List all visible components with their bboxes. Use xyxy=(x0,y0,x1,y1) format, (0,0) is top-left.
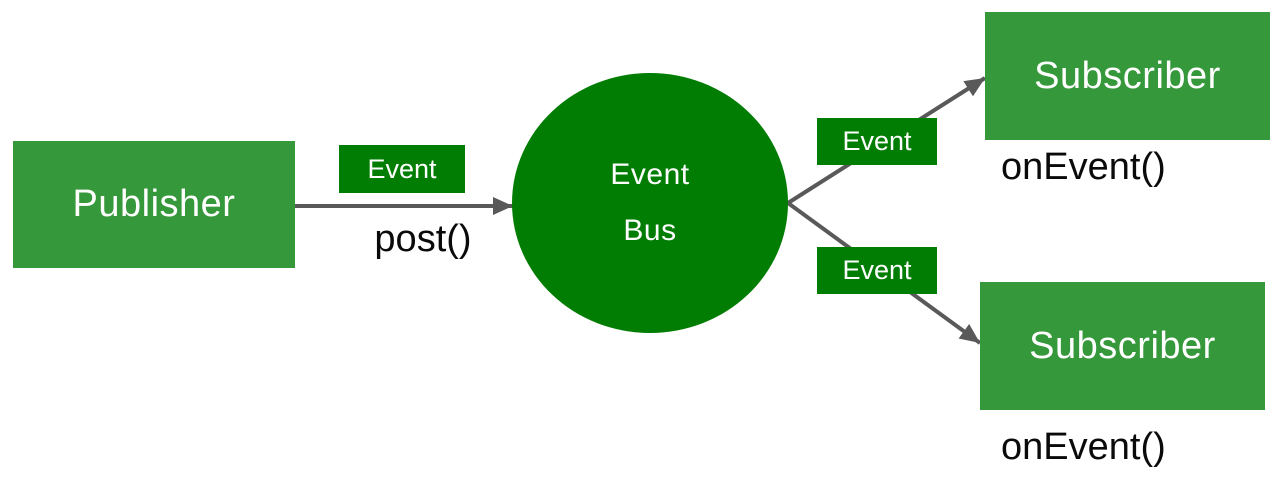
event-bus-label-line2: Bus xyxy=(623,214,677,247)
publisher-node: Publisher xyxy=(13,141,295,268)
onevent-method-label-top: onEvent() xyxy=(1001,146,1166,188)
event-badge-publish: Event xyxy=(339,145,465,193)
event-badge-top-label: Event xyxy=(842,126,912,156)
subscriber-bottom-label: Subscriber xyxy=(1029,324,1216,367)
event-bus-label-line1: Event xyxy=(610,158,690,191)
subscriber-bottom-node: Subscriber xyxy=(980,282,1265,410)
event-badge-publish-label: Event xyxy=(367,153,437,184)
subscriber-top-label: Subscriber xyxy=(1034,54,1221,97)
event-badge-bottom: Event xyxy=(817,247,937,294)
event-badge-bottom-label: Event xyxy=(842,255,912,285)
post-method-label: post() xyxy=(374,218,472,260)
subscriber-top-node: Subscriber xyxy=(985,12,1270,140)
event-bus-node: Event Bus xyxy=(512,73,788,333)
event-badge-top: Event xyxy=(817,118,937,165)
onevent-method-label-bottom: onEvent() xyxy=(1001,426,1166,468)
publisher-label: Publisher xyxy=(72,183,236,225)
